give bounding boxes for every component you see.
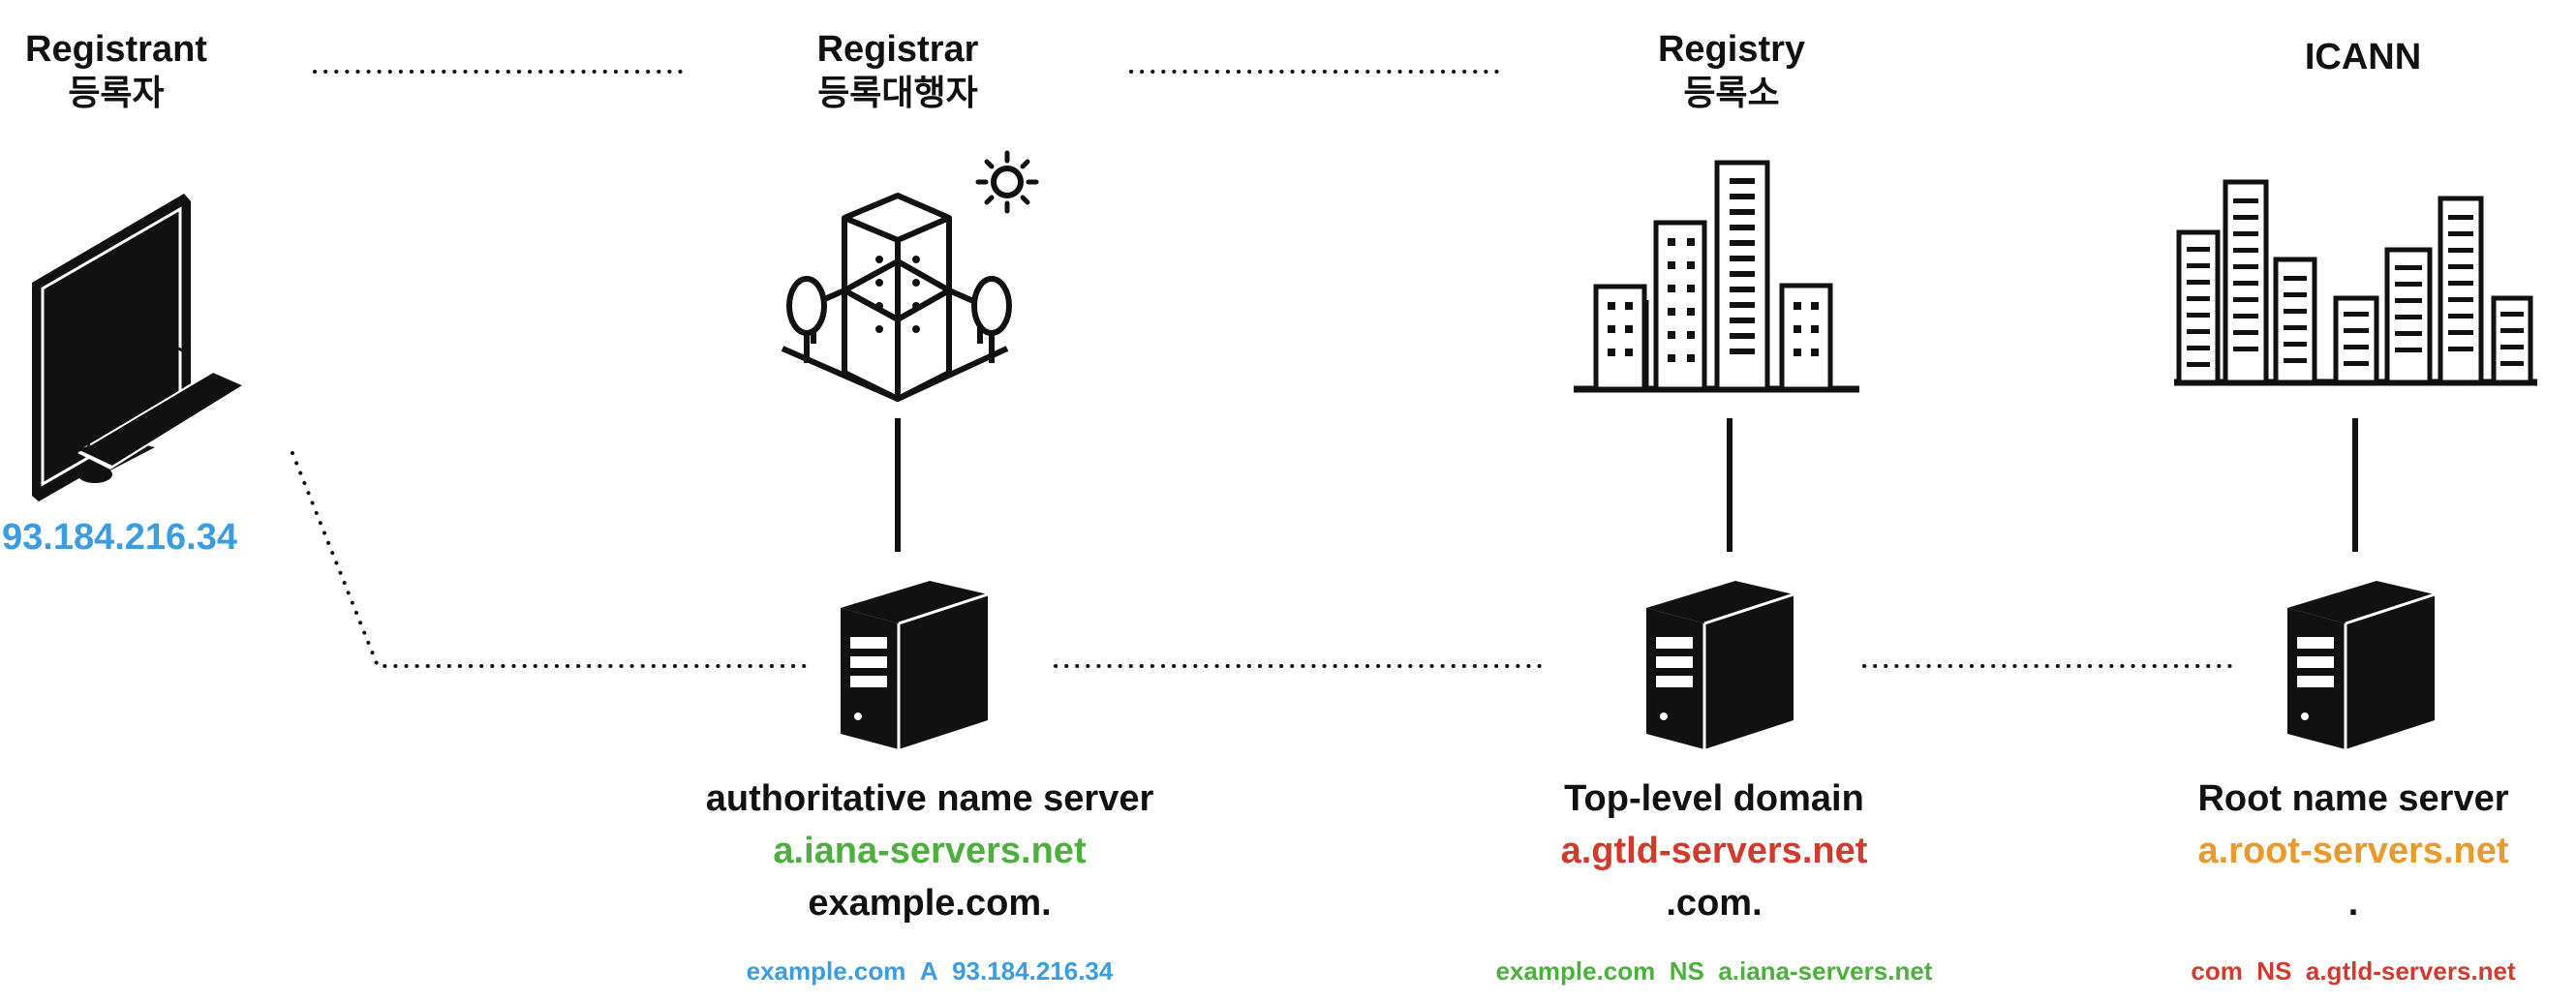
server-icon-tld [1646, 581, 1794, 749]
ownership-lines [895, 418, 2358, 552]
tld-role: Top-level domain [1564, 778, 1864, 819]
connector-registrant-auth-server [291, 451, 811, 668]
registrar-header: Registrar 등록대행자 [762, 27, 1033, 114]
skyline-icon [2174, 179, 2537, 386]
icann-title: ICANN [2304, 37, 2422, 77]
record-value: a.iana-servers.net [1718, 956, 1933, 986]
server-icon-root [2287, 581, 2436, 749]
record-name: com [2191, 956, 2243, 986]
tld-zone: .com. [1666, 883, 1763, 924]
registrar-title: Registrar [816, 29, 979, 70]
record-name: example.com [1495, 956, 1656, 986]
record-value: 93.184.216.34 [952, 956, 1114, 986]
registry-header: Registry 등록소 [1596, 27, 1867, 114]
city-buildings-icon [1574, 160, 1859, 393]
record-type: NS [2256, 956, 2292, 986]
registrant-ip: 93.184.216.34 [2, 517, 238, 558]
root-host: a.root-servers.net [2197, 831, 2509, 871]
authoritative-host: a.iana-servers.net [773, 831, 1087, 871]
authoritative-server-labels: authoritative name server a.iana-servers… [639, 773, 1220, 929]
registrar-subtitle: 등록대행자 [817, 73, 978, 112]
icann-header: ICANN [2227, 35, 2499, 79]
record-type: NS [1669, 956, 1704, 986]
registrant-subtitle: 등록자 [68, 73, 165, 112]
server-icon-authoritative [841, 581, 989, 749]
root-zone: . [2347, 883, 2359, 924]
tld-record: example.com NS a.iana-servers.net [1443, 956, 1985, 986]
root-server-labels: Root name server a.root-servers.net . [2111, 773, 2576, 929]
tld-server-labels: Top-level domain a.gtld-servers.net .com… [1443, 773, 1985, 929]
record-value: a.gtld-servers.net [2305, 956, 2516, 986]
authoritative-role: authoritative name server [705, 778, 1154, 819]
authoritative-record: example.com A 93.184.216.34 [639, 956, 1220, 986]
authoritative-zone: example.com. [808, 883, 1052, 924]
registrant-header: Registrant 등록자 [0, 27, 232, 114]
registry-title: Registry [1657, 29, 1806, 70]
desktop-computer-icon [32, 194, 247, 501]
office-building-icon [781, 150, 1039, 402]
root-role: Root name server [2197, 778, 2509, 819]
root-record: com NS a.gtld-servers.net [2150, 956, 2557, 986]
record-name: example.com [746, 956, 906, 986]
registrant-title: Registrant [25, 29, 207, 70]
tld-host: a.gtld-servers.net [1560, 831, 1868, 871]
dotted-connectors [291, 70, 2234, 668]
record-type: A [919, 956, 938, 986]
registry-subtitle: 등록소 [1683, 73, 1780, 112]
